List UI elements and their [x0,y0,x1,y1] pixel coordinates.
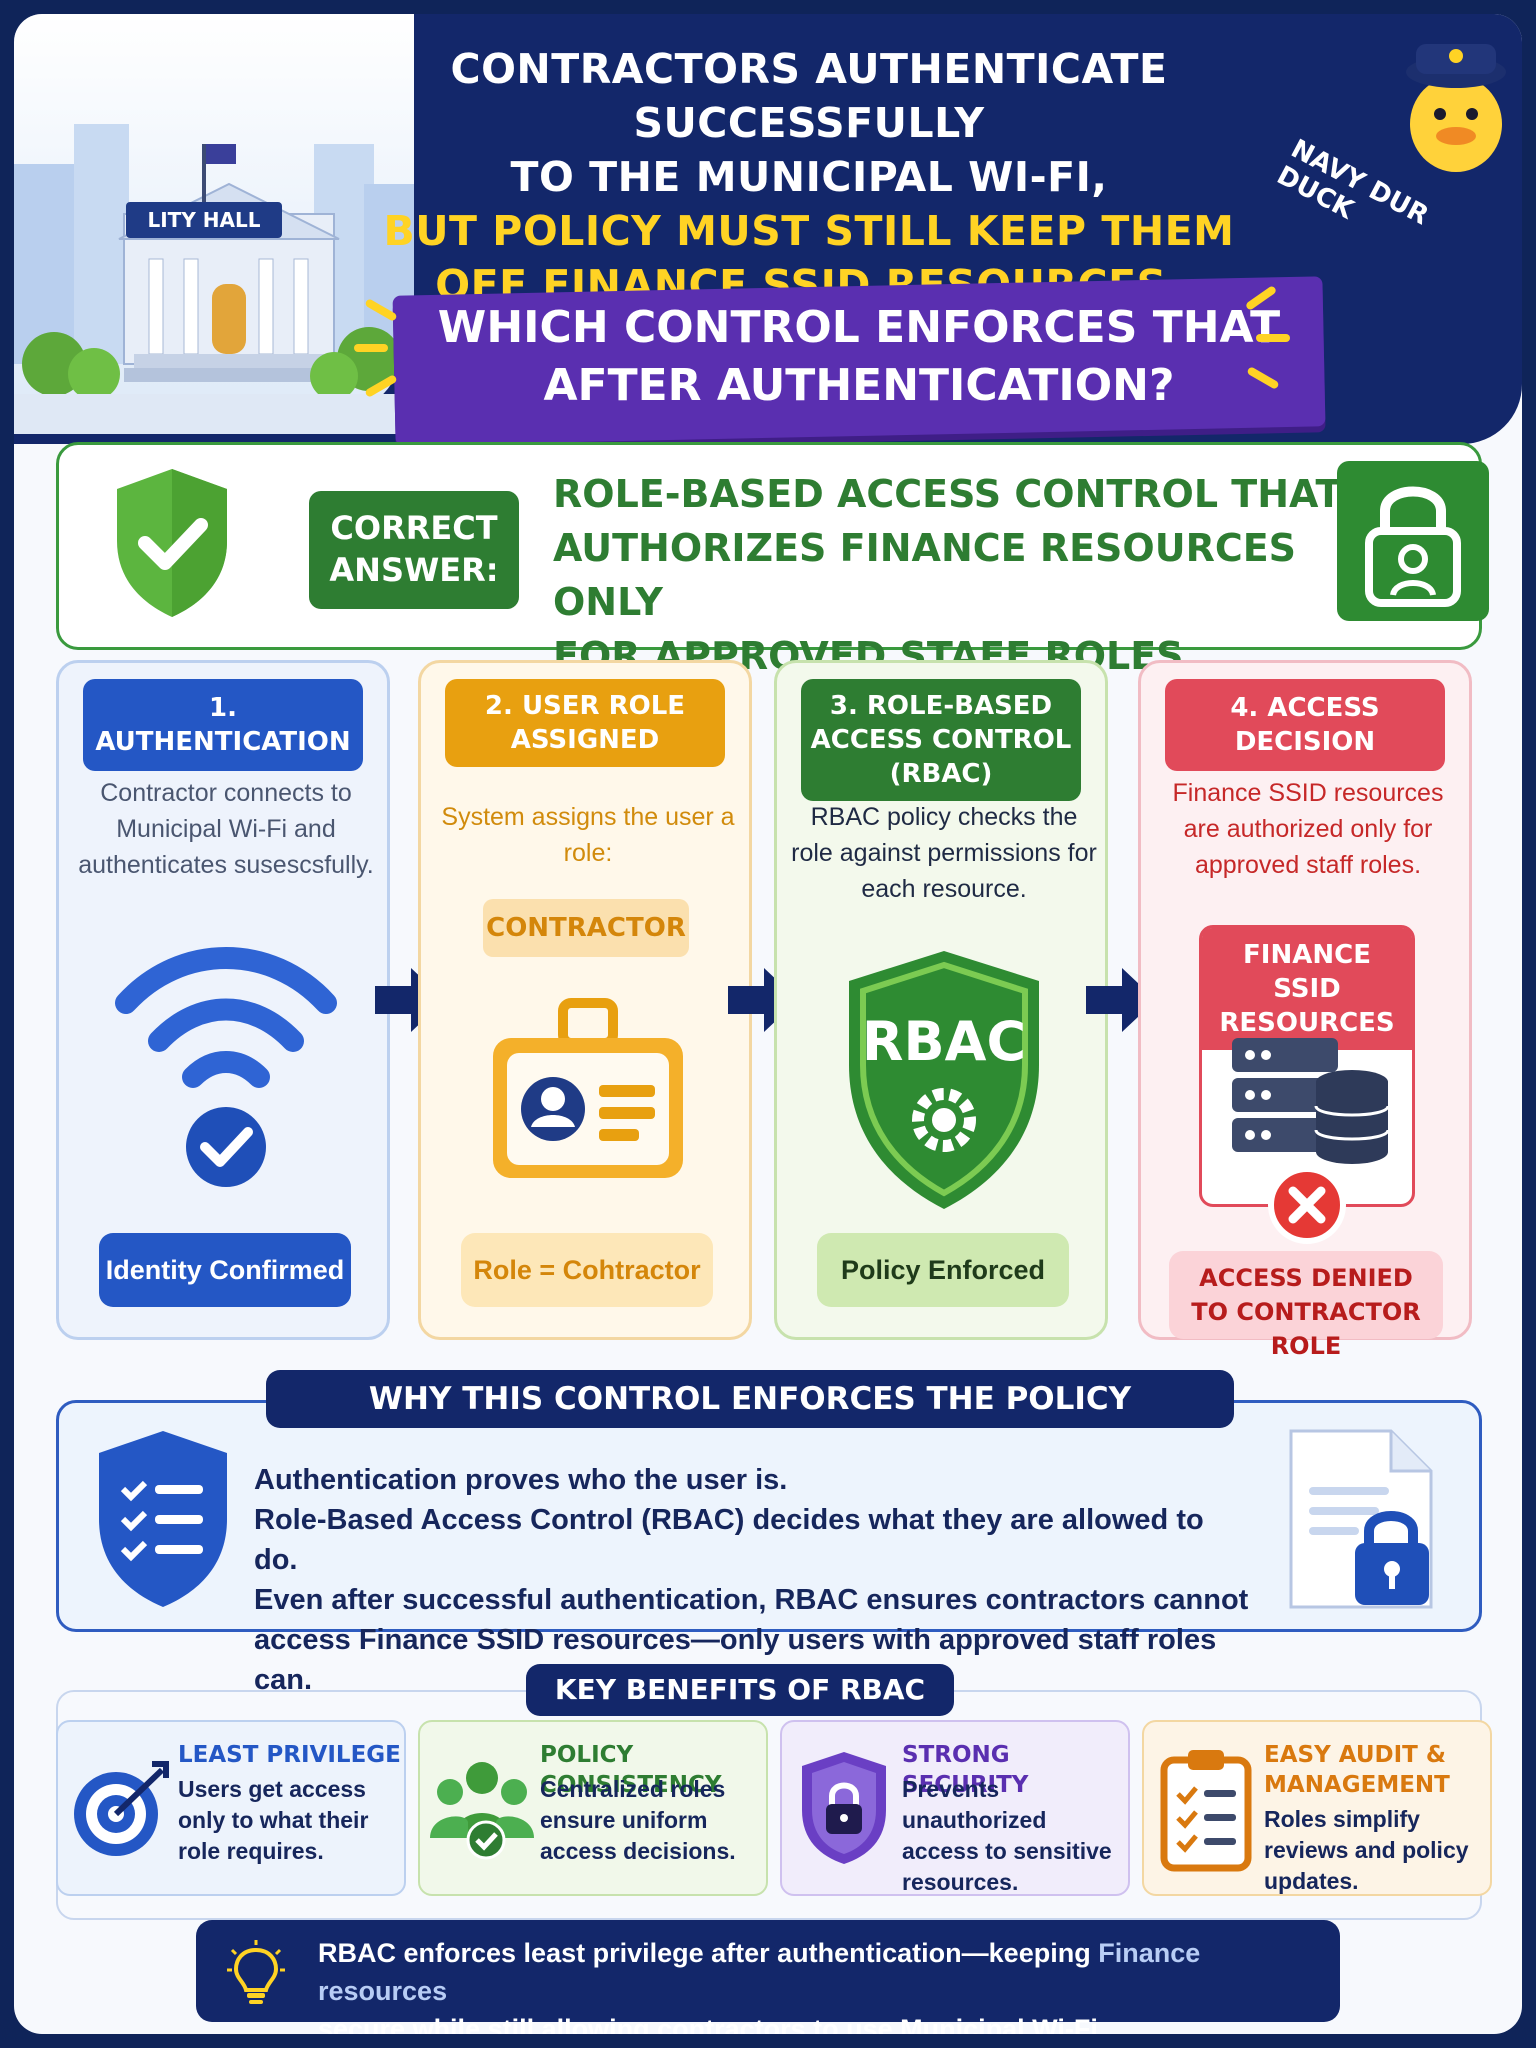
city-hall-scene: LITY HALL [14,14,414,434]
step-2-description: System assigns the user a role: [441,803,735,867]
headline-line-1: CONTRACTORS AUTHENTICATE SUCCESSFULLY [450,45,1168,147]
finance-resources-label: FINANCE SSID RESOURCES [1202,928,1412,1050]
why-line-1: Authentication proves who the user is. [254,1464,788,1496]
why-heading: WHY THIS CONTROL ENFORCES THE POLICY [266,1370,1234,1428]
headline-line-2: TO THE MUNICIPAL WI-FI, [510,153,1108,201]
summary-footer [196,1920,1340,2022]
building-sign: LITY HALL [148,208,261,232]
benefit-4-description: Roles simplify reviews and policy update… [1264,1806,1469,1894]
why-line-3: Even after successful authentication, RB… [254,1584,1249,1616]
deny-x-icon [1268,1166,1346,1244]
summary-line-1: RBAC enforces least privilege after auth… [318,1934,1318,2010]
access-denied-line-1: ACCESS DENIED [1199,1264,1413,1292]
badge-line-1: CORRECT [330,509,498,547]
summary-highlight: Finance resources [318,1938,1201,2006]
why-section [56,1400,1482,1632]
clipboard-check-icon [1160,1750,1252,1872]
checklist-shield-icon [99,1431,227,1607]
role-value-badge: Role = Cohtractor [461,1233,713,1307]
duck-mascot-icon [1406,44,1506,172]
why-explanation: Authentication proves who the user is. R… [254,1460,1254,1700]
access-denied-badge: ACCESS DENIED TO CONTRACTOR ROLE [1169,1251,1443,1360]
question-line-2: AFTER AUTHENTICATION? [543,360,1175,411]
benefit-1-title: LEAST PRIVILEGE [178,1742,401,1768]
lightbulb-icon [227,1940,285,2004]
burst-mark [1256,334,1290,342]
id-badge-icon [493,998,683,1178]
benefit-2-title: POLICY CONSISTENCY [540,1742,722,1798]
server-database-icon [1232,1038,1390,1164]
benefit-4-title: EASY AUDIT & MANAGEMENT [1264,1742,1450,1798]
question-text: WHICH CONTROL ENFORCES THAT AFTER AUTHEN… [414,299,1304,415]
rbac-shield-label: RBAC [862,1010,1026,1073]
wifi-check-icon [115,947,337,1187]
step-1-description: Contractor connects to Municipal Wi-Fi a… [78,779,374,879]
infographic: LITY HALL CONTRACTORS AUTHENTICATE SUCCE… [14,14,1522,2034]
burst-mark [354,344,388,352]
benefit-3-title: STRONG SECURITY [902,1742,1029,1798]
city-hall-illustration: LITY HALL [14,124,414,434]
why-line-2: Role-Based Access Control (RBAC) decides… [254,1504,1204,1576]
why-line-4: access Finance SSID resources—only users… [254,1624,1217,1696]
headline: CONTRACTORS AUTHENTICATE SUCCESSFULLY TO… [319,42,1299,312]
question-line-1: WHICH CONTROL ENFORCES THAT [437,302,1281,353]
step-2-title: 2. USER ROLE ASSIGNED [445,679,725,767]
benefit-least-privilege: LEAST PRIVILEGE Users get access only to… [56,1720,406,1896]
step-access-decision: 4. ACCESS DECISION Finance SSID resource… [1138,660,1472,1360]
step-user-role: 2. USER ROLE ASSIGNED System assigns the… [418,660,752,1340]
finance-resources-panel: FINANCE SSID RESOURCES [1199,925,1415,1207]
benefit-easy-audit: EASY AUDIT & MANAGEMENT Roles simplify r… [1142,1720,1492,1896]
document-lock-icon [1289,1429,1433,1609]
summary-line-1-text: RBAC enforces least privilege after auth… [318,1938,1099,1968]
step-4-description: Finance SSID resources are authorized on… [1172,779,1444,879]
answer-line-2: AUTHORIZES FINANCE RESOURCES ONLY [553,526,1297,624]
access-denied-line-2: TO CONTRACTOR ROLE [1191,1298,1421,1360]
answer-line-1: ROLE-BASED ACCESS CONTROL THAT [553,472,1342,516]
user-lock-tile [1337,461,1489,621]
duck-mascot [1306,14,1522,254]
benefit-2-description: Centralized roles ensure uniform access … [540,1776,736,1864]
shield-lock-icon [802,1752,886,1864]
correct-answer-card: CORRECT ANSWER: ROLE-BASED ACCESS CONTRO… [56,442,1489,678]
contractor-role-tag: CONTRACTOR [483,899,689,957]
step-1-title: 1. AUTHENTICATION [83,679,363,771]
correct-answer-badge: CORRECT ANSWER: [309,491,519,609]
target-icon [74,1761,169,1856]
check-shield-icon [117,469,227,617]
summary-line-2: secure while still allowing contractors … [318,2014,1106,2034]
user-lock-icon [1365,486,1461,607]
step-3-description: RBAC policy checks the role against perm… [791,803,1097,903]
benefits-heading: KEY BENEFITS OF RBAC [526,1664,954,1716]
identity-confirmed-badge: Identity Confirmed [99,1233,351,1307]
policy-enforced-badge: Policy Enforced [817,1233,1069,1307]
step-4-title: 4. ACCESS DECISION [1165,679,1445,771]
rbac-shield-icon: RBAC [849,951,1039,1209]
step-rbac: 3. ROLE-BASED ACCESS CONTROL (RBAC) RBAC… [774,660,1108,1340]
headline-line-3: BUT POLICY MUST STILL KEEP THEM [383,207,1235,255]
step-authentication: 1. AUTHENTICATION Contractor connects to… [56,660,390,1340]
benefit-3-description: Prevents unauthorized access to sensitiv… [902,1776,1112,1895]
summary-text: RBAC enforces least privilege after auth… [318,1934,1318,2034]
group-check-icon [430,1762,534,1860]
benefit-1-description: Users get access only to what their role… [178,1776,369,1864]
correct-answer-text: ROLE-BASED ACCESS CONTROL THAT AUTHORIZE… [553,467,1373,683]
badge-line-2: ANSWER: [329,551,499,589]
benefit-policy-consistency: POLICY CONSISTENCY Centralized roles ens… [418,1720,768,1896]
benefit-strong-security: STRONG SECURITY Prevents unauthorized ac… [780,1720,1130,1896]
step-3-title: 3. ROLE-BASED ACCESS CONTROL (RBAC) [801,679,1081,801]
